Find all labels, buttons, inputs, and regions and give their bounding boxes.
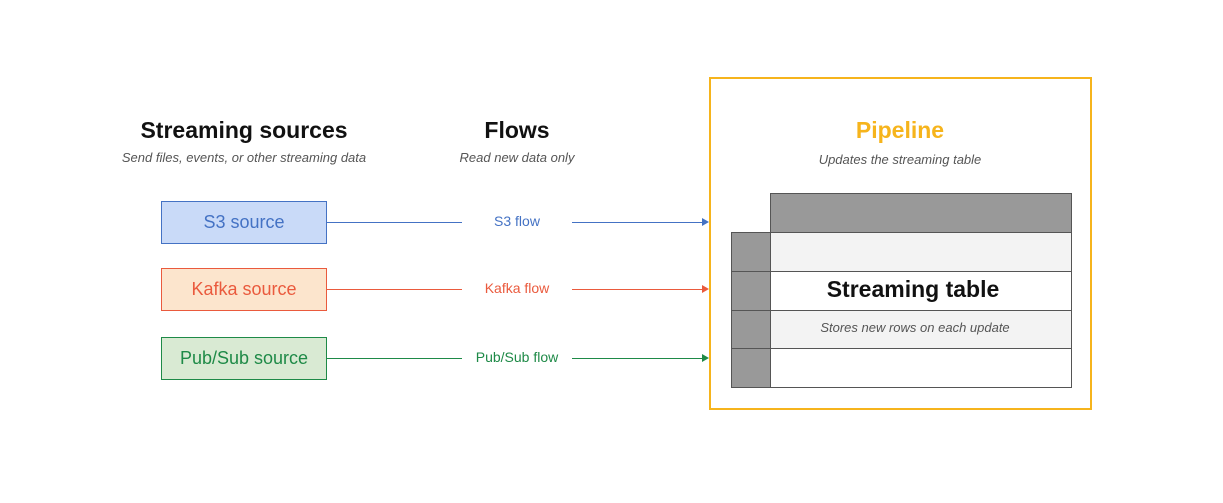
s3-flow-arrowhead: [702, 218, 709, 226]
table-index-divider-1: [731, 271, 771, 272]
s3-flow-label: S3 flow: [462, 213, 572, 229]
kafka-flow-arrowhead: [702, 285, 709, 293]
pubsub-flow-arrowhead: [702, 354, 709, 362]
table-header-row: [770, 193, 1072, 233]
kafka-source-label: Kafka source: [191, 279, 297, 299]
sources-title: Streaming sources: [140, 117, 348, 143]
pipeline-title: Pipeline: [855, 117, 945, 143]
streaming-table-title: Streaming table: [826, 276, 1000, 302]
table-row-1: [770, 232, 1072, 272]
sources-subtitle: Send files, events, or other streaming d…: [121, 150, 367, 165]
pubsub-source-label: Pub/Sub source: [179, 348, 309, 368]
kafka-source-box: Kafka source: [161, 268, 327, 311]
flows-subtitle: Read new data only: [459, 150, 575, 165]
kafka-flow-label: Kafka flow: [462, 280, 572, 296]
pipeline-frame: [709, 77, 1092, 410]
pubsub-flow-label: Pub/Sub flow: [462, 349, 572, 365]
s3-source-box: S3 source: [161, 201, 327, 244]
flows-title: Flows: [484, 117, 550, 143]
table-row-4: [770, 348, 1072, 388]
streaming-table-caption: Stores new rows on each update: [820, 320, 1010, 335]
table-index-divider-2: [731, 310, 771, 311]
s3-source-label: S3 source: [203, 212, 285, 232]
table-index-divider-3: [731, 348, 771, 349]
pubsub-source-box: Pub/Sub source: [161, 337, 327, 380]
pipeline-subtitle: Updates the streaming table: [818, 152, 982, 167]
table-row-2: [770, 271, 1072, 311]
